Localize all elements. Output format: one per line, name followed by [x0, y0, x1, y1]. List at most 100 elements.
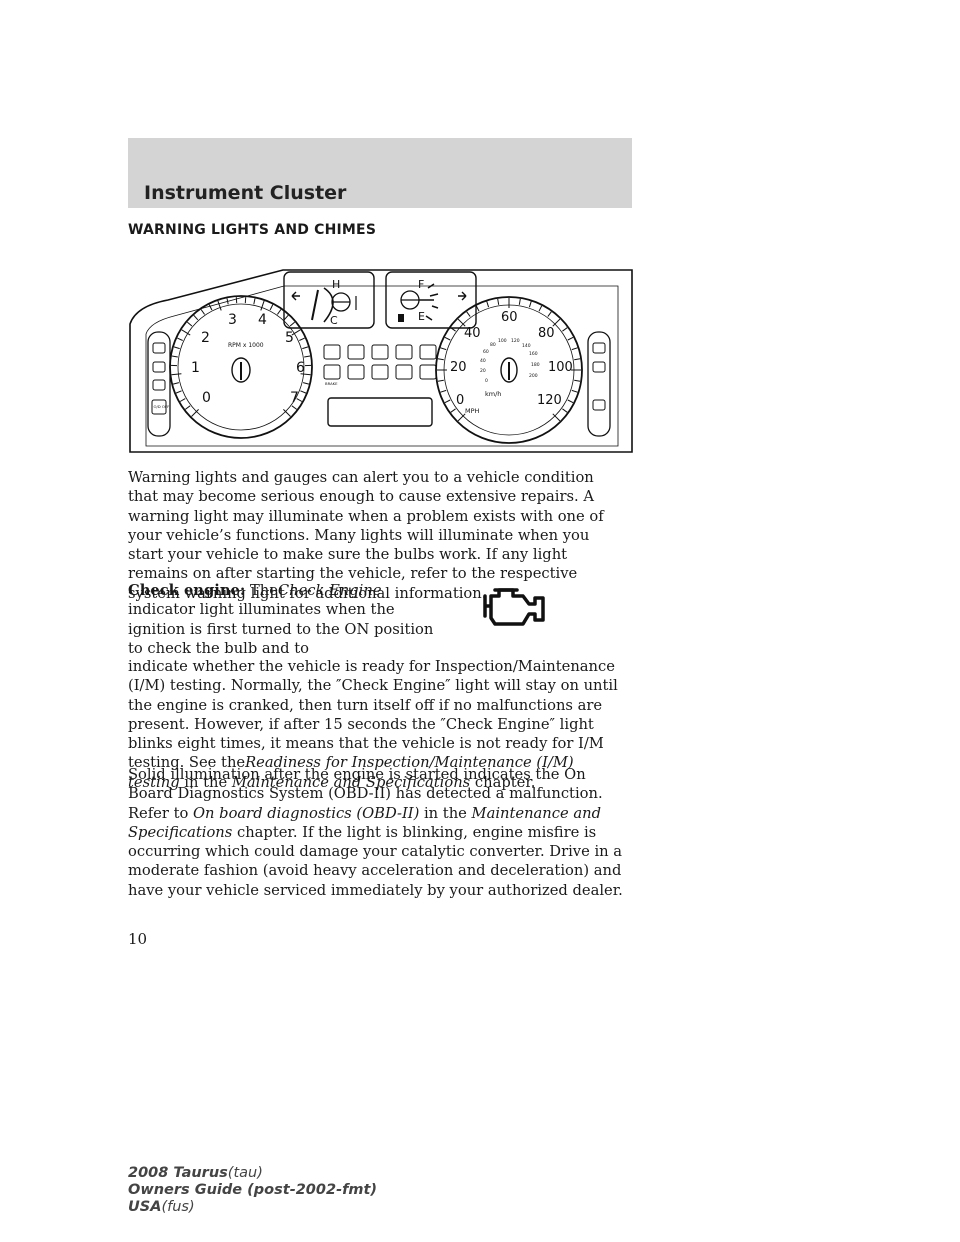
kmh-number: 180 [531, 362, 540, 368]
low-fuel-side-icon [152, 379, 166, 391]
right-turn-arrow-icon [458, 291, 467, 301]
kmh-label: km/h [485, 390, 501, 398]
footer-market: USA [128, 1199, 162, 1215]
tach-number: 2 [201, 330, 210, 346]
low-fuel-icon [419, 344, 437, 360]
kmh-number: 200 [529, 373, 538, 379]
gauge-tick [486, 301, 490, 308]
gauge-tick [175, 390, 182, 394]
instrument-cluster-illustration: 0 1 2 3 4 5 6 7 RPM x 1000 0 20 40 60 80… [129, 269, 633, 453]
gauge-tick [450, 408, 456, 413]
gauge-tick [562, 408, 568, 413]
gauge-tick [173, 346, 180, 350]
gauge-tick [283, 314, 289, 321]
gauge-tick [457, 318, 466, 327]
gauge-tick [172, 382, 180, 385]
gauge-tick [296, 398, 303, 402]
kmh-number: 80 [490, 342, 496, 348]
check-engine-term: Check Engine [277, 582, 382, 599]
gauge-tick [562, 327, 568, 332]
check-engine-icon [483, 588, 545, 626]
chapter-header: Instrument Cluster [128, 138, 632, 208]
gauge-tick [444, 336, 451, 341]
brake-label: BRAKE [325, 381, 338, 386]
text-fragment: chapter. [474, 773, 536, 791]
section-title: WARNING LIGHTS AND CHIMES [128, 222, 377, 238]
gauge-tick [547, 311, 552, 317]
gauge-tick [283, 409, 291, 417]
cluster-housing [129, 269, 633, 453]
text-fragment: chapter. If the light is blinking, engin… [128, 823, 623, 899]
intro-paragraph: Warning lights and gauges can alert you … [128, 469, 604, 602]
brake-icon [323, 364, 341, 380]
gauge-tick [171, 355, 178, 358]
gauge-tick [193, 314, 199, 321]
gauge-tick [497, 298, 500, 305]
gauge-tick [300, 373, 311, 376]
gauge-tick [574, 358, 581, 361]
tach-number: 6 [296, 360, 305, 376]
gauge-tick [302, 346, 309, 350]
fuel-pump-icon [398, 314, 404, 322]
kmh-number: 100 [498, 338, 507, 344]
safety-restraint-icon [592, 361, 606, 373]
text-fragment: indicator light illuminates when the ign… [128, 601, 434, 657]
maintenance-chapter-reference: Maintenance and Specifications [231, 773, 471, 791]
footer-model: 2008 Taurus [128, 1165, 228, 1181]
mph-number: 80 [538, 326, 555, 341]
high-beam-icon [371, 364, 389, 380]
gauge-tick [571, 389, 578, 393]
fuel-gauge-pod [385, 271, 477, 329]
mph-label: MPH [465, 407, 480, 415]
gauge-tick [437, 358, 444, 361]
footer-model-code: (tau) [227, 1165, 263, 1181]
gauge-tick [299, 337, 305, 341]
gauge-tick [440, 389, 447, 393]
seatbelt-icon [323, 344, 341, 360]
mph-number: 60 [501, 310, 518, 325]
gauge-tick [217, 300, 222, 311]
tachometer: 0 1 2 3 4 5 6 7 RPM x 1000 [169, 295, 313, 439]
gauge-tick [276, 309, 282, 315]
gauge-tick [253, 298, 256, 305]
kmh-number: 60 [483, 349, 489, 355]
charging-system-icon [347, 364, 365, 380]
gauge-tick [200, 309, 206, 315]
gauge-tick [440, 347, 447, 351]
kmh-number: 0 [485, 378, 488, 384]
fuel-empty-label: E [418, 310, 425, 323]
tach-number: 1 [191, 360, 200, 376]
gauge-tick [457, 413, 466, 422]
gauge-tick [475, 305, 480, 312]
mph-number: 40 [464, 326, 481, 341]
mph-number: 120 [537, 393, 562, 408]
kmh-number: 20 [480, 368, 486, 374]
gauge-tick [466, 311, 471, 317]
obd-reference: On board diagnostics (OBD-II) [193, 804, 420, 822]
check-engine-paragraph-end: indicate whether the vehicle is ready fo… [128, 657, 628, 792]
gauge-tick [300, 390, 307, 394]
gauge-tick [437, 379, 444, 382]
page-number: 10 [128, 930, 148, 948]
gauge-tick [444, 399, 451, 404]
mph-number: 0 [456, 393, 464, 408]
text-fragment: indicate whether the vehicle is ready fo… [128, 658, 618, 772]
od-off-label: O/D OFF [154, 404, 170, 409]
chapter-title: Instrument Cluster [144, 182, 347, 204]
tach-label: RPM x 1000 [228, 342, 264, 349]
gauge-tick [260, 300, 265, 311]
left-turn-arrow-icon [291, 291, 300, 301]
tach-number: 3 [228, 312, 237, 328]
speedometer: 0 20 40 60 80 100 120 MPH km/h 0 20 40 6… [435, 296, 583, 444]
od-off-indicator [151, 399, 167, 415]
right-indicator-panel [587, 331, 611, 437]
fuel-full-label: F [418, 278, 424, 291]
oil-pressure-icon [395, 364, 413, 380]
gauge-tick [302, 382, 310, 385]
readiness-reference: Readiness for Inspection/Maintenance (I/… [128, 754, 574, 791]
gauge-tick [552, 318, 561, 327]
fuel-gauge: F E [398, 278, 467, 323]
service-wrench-icon [152, 361, 166, 373]
text-fragment: in the [423, 804, 467, 822]
gauge-tick [179, 398, 186, 402]
